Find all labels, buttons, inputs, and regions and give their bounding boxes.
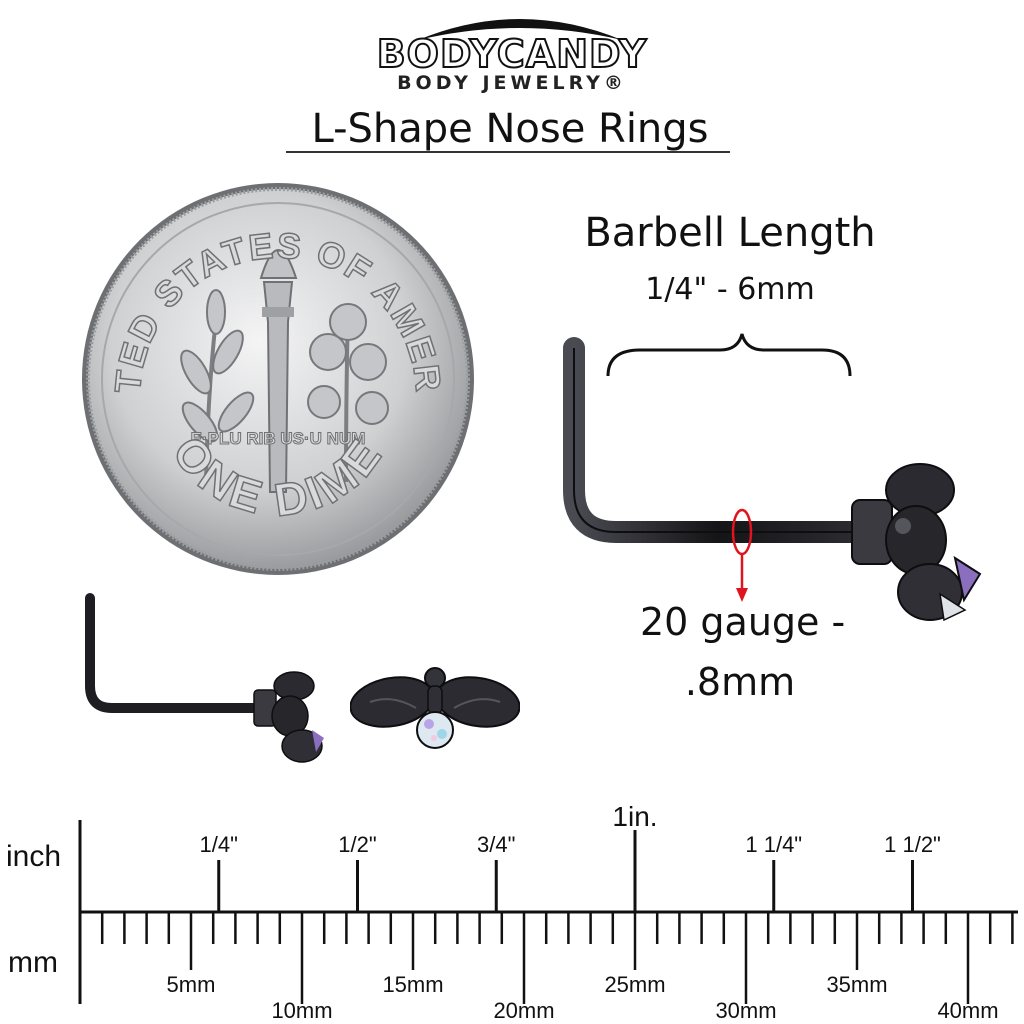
ruler-inch-mark-label: 1/4" [200, 832, 238, 857]
ruler-mm-mark-label: 30mm [715, 998, 776, 1023]
ruler-mm-label: mm [8, 946, 58, 979]
ruler-mm-mark-label: 25mm [604, 972, 665, 997]
ruler-mm-mark-label: 5mm [167, 972, 216, 997]
brand-subtitle: BODY JEWELRY® [397, 72, 627, 94]
measurement-ruler: 5mm 10mm 15mm 20mm 25mm 30mm 35mm 40mm 1/4" 1/2" 3… [6, 801, 1018, 1023]
nose-ring-small-top [350, 667, 520, 749]
nose-ring-small-side [85, 593, 324, 763]
ruler-mm-mark-label: 10mm [271, 998, 332, 1023]
page-title: L-Shape Nose Rings [311, 106, 709, 152]
ruler-mm-mark-label: 20mm [493, 998, 554, 1023]
coin-motto: E·PLU RIB US·U NUM [191, 429, 366, 448]
gauge-label-line1: 20 gauge - [640, 600, 846, 644]
ruler-inch-mark-label: 1 1/4" [745, 832, 802, 857]
crystal-gem-icon [416, 711, 454, 749]
ruler-mm-mark-label: 15mm [382, 972, 443, 997]
gauge-label-line2: .8mm [684, 660, 796, 704]
ruler-mm-mark-label: 35mm [826, 972, 887, 997]
ruler-inch-mark-label: 1/2" [338, 832, 376, 857]
nose-ring-large [563, 333, 982, 622]
ruler-inch-mark-label: 1 1/2" [884, 832, 941, 857]
title-underline [286, 151, 730, 153]
barbell-length-label: Barbell Length [584, 210, 876, 256]
barbell-l-shape [563, 337, 871, 543]
ruler-inch-mark-label: 3/4" [477, 832, 515, 857]
nose-ring-head-large [885, 463, 982, 622]
barbell-brace [606, 333, 852, 377]
brand-name: BODYCANDY [376, 32, 648, 76]
ruler-inch-label: inch [6, 840, 61, 873]
ruler-mm-mark-label: 40mm [937, 998, 998, 1023]
barbell-length-value: 1/4" - 6mm [645, 272, 815, 307]
brand-logo-arc [418, 19, 622, 40]
dime-coin: UNITED STATES OF AMERICA E·PLU RIB US·U … [78, 182, 474, 575]
gauge-arrow-icon [736, 588, 748, 602]
ruler-inch-mark-label: 1in. [612, 801, 657, 832]
